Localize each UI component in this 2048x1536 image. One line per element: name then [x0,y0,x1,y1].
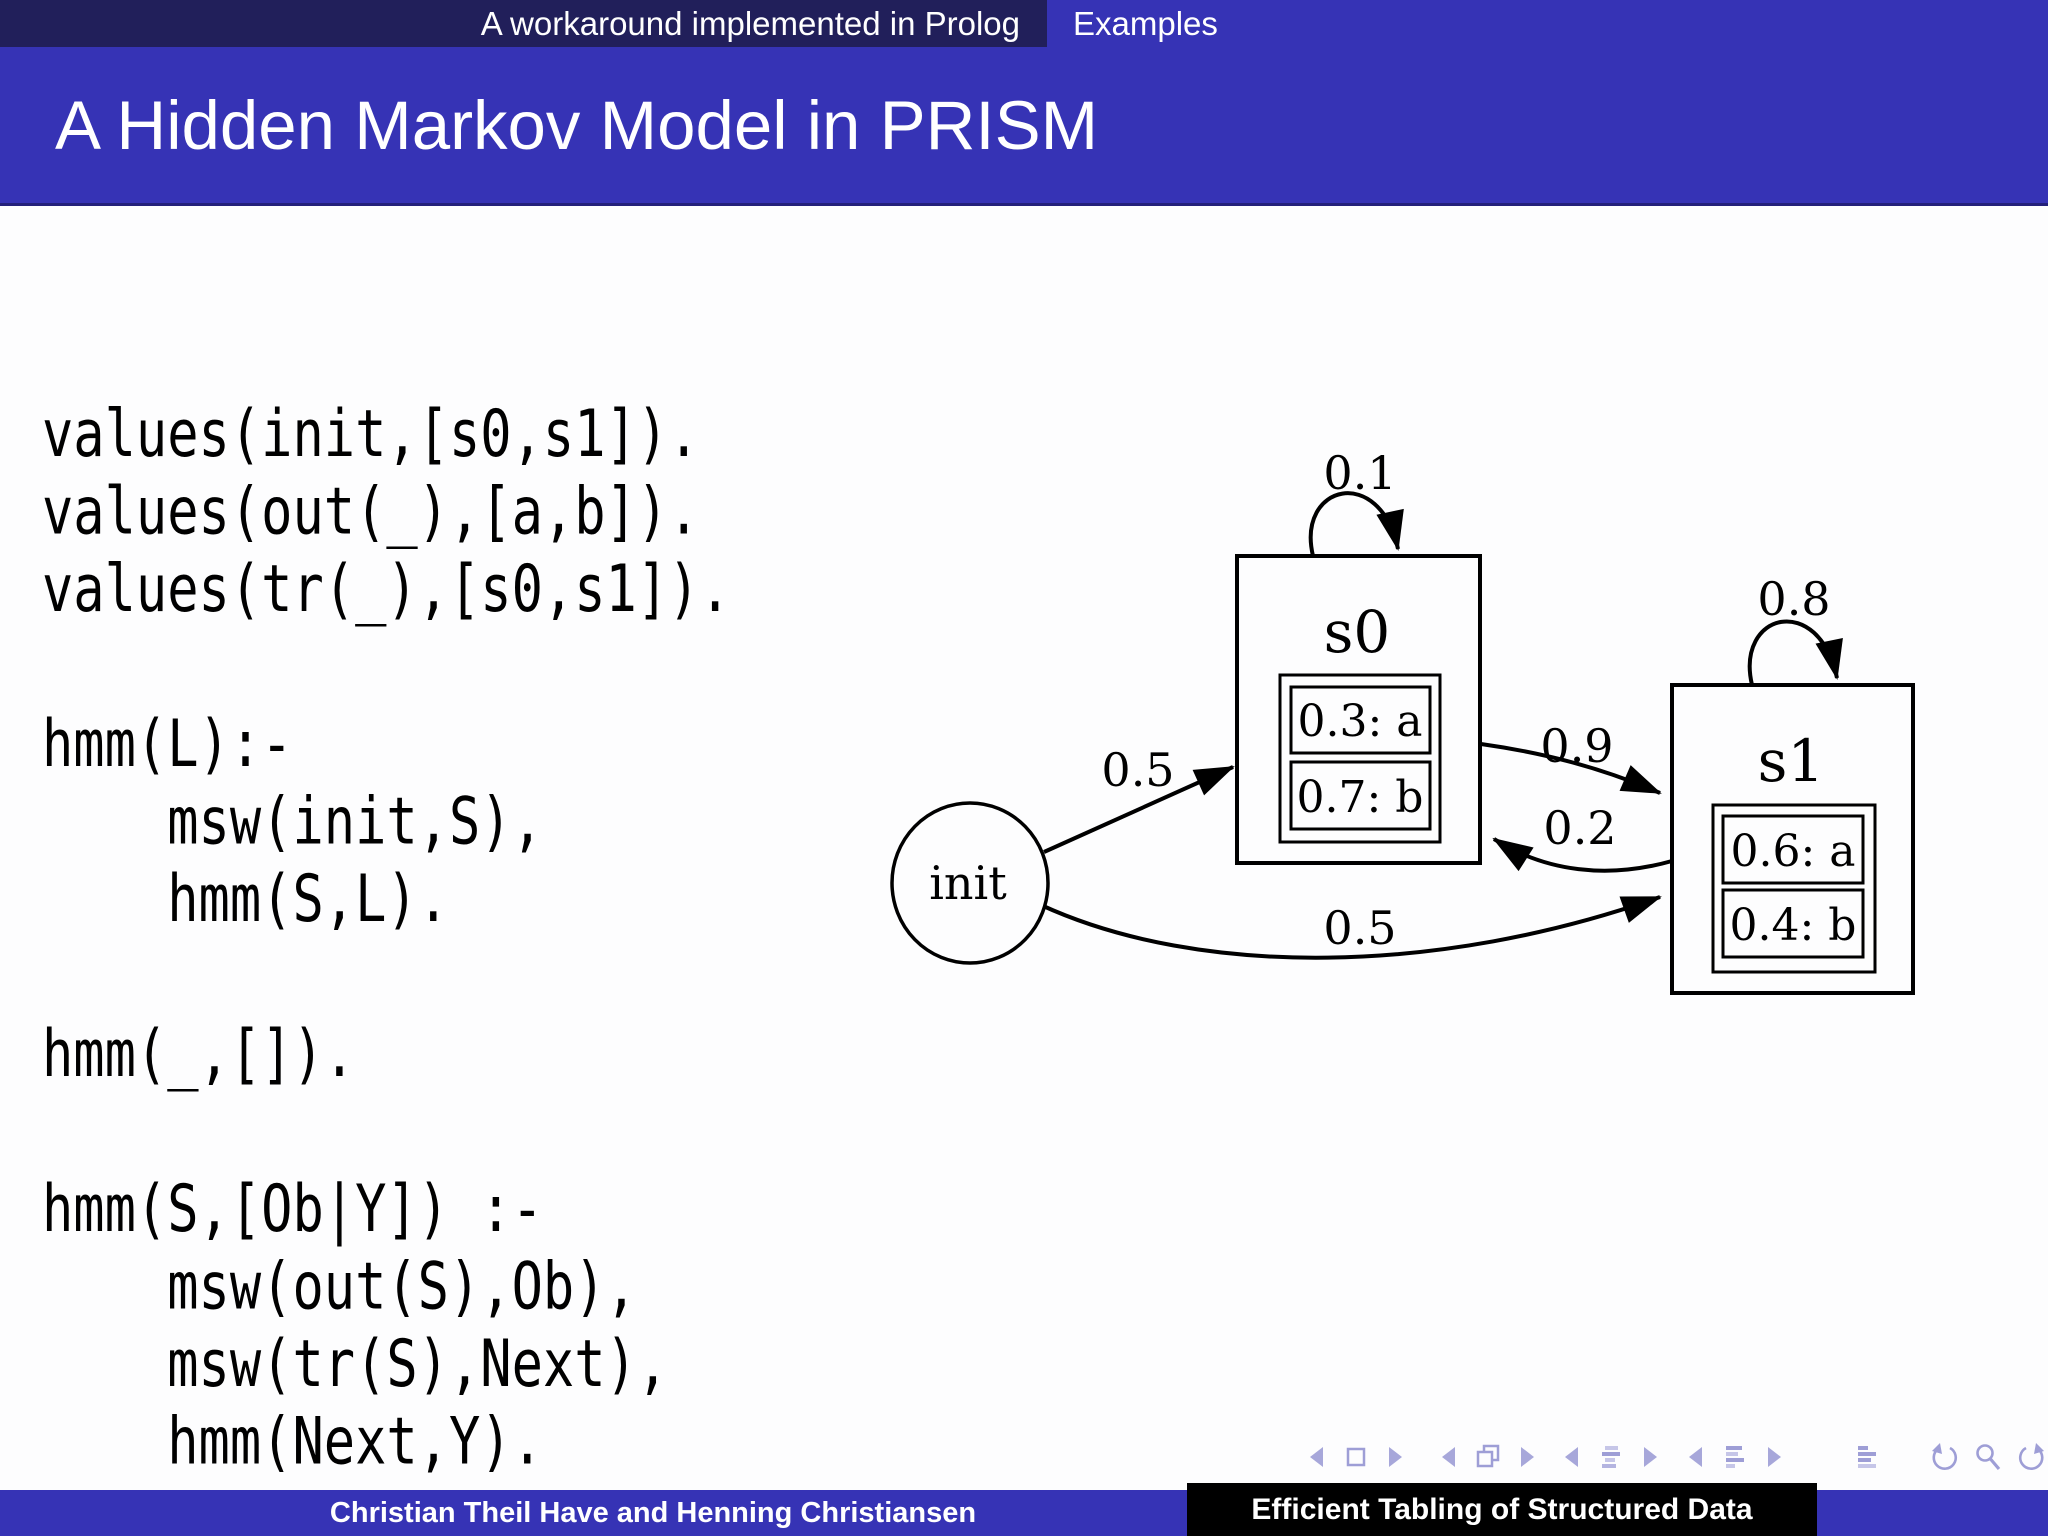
prev-slide-icon[interactable] [1305,1442,1329,1472]
prob-label-s0-s1: 0.9 [1540,719,1613,773]
code-line: values(init,[s0,s1]). [42,397,700,473]
code-line: values(tr(_),[s0,s1]). [42,552,731,628]
code-line: hmm(S,[Ob|Y]) :- [42,1172,543,1248]
nav-slide-group [1305,1442,1407,1472]
code-line: hmm(L):- [42,707,293,783]
nav-history-group [1928,1442,2048,1474]
find-icon[interactable] [1972,1442,2004,1474]
appendix-icon[interactable] [1852,1442,1882,1472]
code-line: msw(tr(S),Next), [42,1327,669,1403]
prob-label-init-s1: 0.5 [1323,901,1396,955]
code-line [42,629,731,707]
footer-paper-title-box: Efficient Tabling of Structured Data [1187,1483,1817,1536]
slide-icon[interactable] [1341,1442,1371,1472]
s1-emission-b: 0.4: b [1730,900,1857,951]
code-line [42,939,731,1017]
next-frame-icon[interactable] [1515,1442,1539,1472]
nav-section-group [1684,1442,1786,1472]
code-line: values(out(_),[a,b]). [42,474,700,550]
init-node [890,801,1050,965]
nav-appendix-group [1852,1442,1882,1472]
prev-frame-icon[interactable] [1437,1442,1461,1472]
code-line: hmm(S,L). [42,862,449,938]
go-back-icon[interactable] [1928,1442,1960,1474]
code-line [42,1094,731,1172]
prev-section-icon[interactable] [1684,1442,1708,1472]
nav-frame-group [1437,1442,1539,1472]
subsection-icon[interactable] [1596,1442,1626,1472]
footer-authors: Christian Theil Have and Henning Christi… [329,1496,977,1529]
code-line: hmm(_,[]). [42,1017,356,1093]
s0-emission-a: 0.3: a [1297,696,1422,747]
frame-title: A Hidden Markov Model in PRISM [55,86,1099,164]
edge-init-s0 [1043,765,1235,854]
state-s0-label: s0 [1324,598,1391,666]
go-forward-icon[interactable] [2016,1442,2048,1474]
edge-init-s1 [1040,895,1662,960]
state-s1-label: s1 [1758,727,1825,795]
code-line: msw(out(S),Ob), [42,1249,637,1325]
next-subsection-icon[interactable] [1638,1442,1662,1472]
edge-s1-s0 [1492,837,1673,873]
prob-label-s1-loop: 0.8 [1757,572,1830,626]
prolog-code-block: values(init,[s0,s1]). values(out(_),[a,b… [42,396,731,1481]
header-section-current[interactable]: A workaround implemented in Prolog [0,0,1047,47]
nav-subsection-group [1560,1442,1662,1472]
frame-icon[interactable] [1473,1442,1503,1472]
header-bar: A workaround implemented in Prolog Examp… [0,0,2048,47]
footer-authors-box: Christian Theil Have and Henning Christi… [0,1490,1306,1536]
header-section-examples[interactable]: Examples [1047,0,1218,47]
s0-emission-row [1289,685,1432,755]
header-section-label: A workaround implemented in Prolog [480,4,1020,42]
init-node-label: init [929,856,1007,910]
s0-emission-row [1289,760,1432,831]
s0-emission-b: 0.7: b [1297,772,1424,823]
section-icon[interactable] [1720,1442,1750,1472]
s1-emission-row [1721,814,1865,885]
code-line: hmm(Next,Y). [42,1404,543,1480]
frame-title-bar: A Hidden Markov Model in PRISM [0,47,2048,206]
edge-s0-s1 [1480,742,1662,795]
prob-label-s0-loop: 0.1 [1323,446,1396,500]
code-line: msw(init,S), [42,784,543,860]
header-section-label: Examples [1073,4,1218,42]
footer-paper-title: Efficient Tabling of Structured Data [1251,1492,1753,1526]
next-slide-icon[interactable] [1383,1442,1407,1472]
next-section-icon[interactable] [1762,1442,1786,1472]
prob-label-init-s0: 0.5 [1101,743,1174,797]
prob-label-s1-s0: 0.2 [1543,801,1616,855]
edge-s0-self-loop [1308,491,1404,557]
s1-emission-row [1721,888,1865,959]
prev-subsection-icon[interactable] [1560,1442,1584,1472]
s1-emission-a: 0.6: a [1730,826,1855,877]
hmm-state-diagram: 0.5 0.5 0.9 0.2 0.1 0.8 init s0 0.3: a 0… [890,446,1915,995]
edge-s1-self-loop [1747,619,1843,686]
